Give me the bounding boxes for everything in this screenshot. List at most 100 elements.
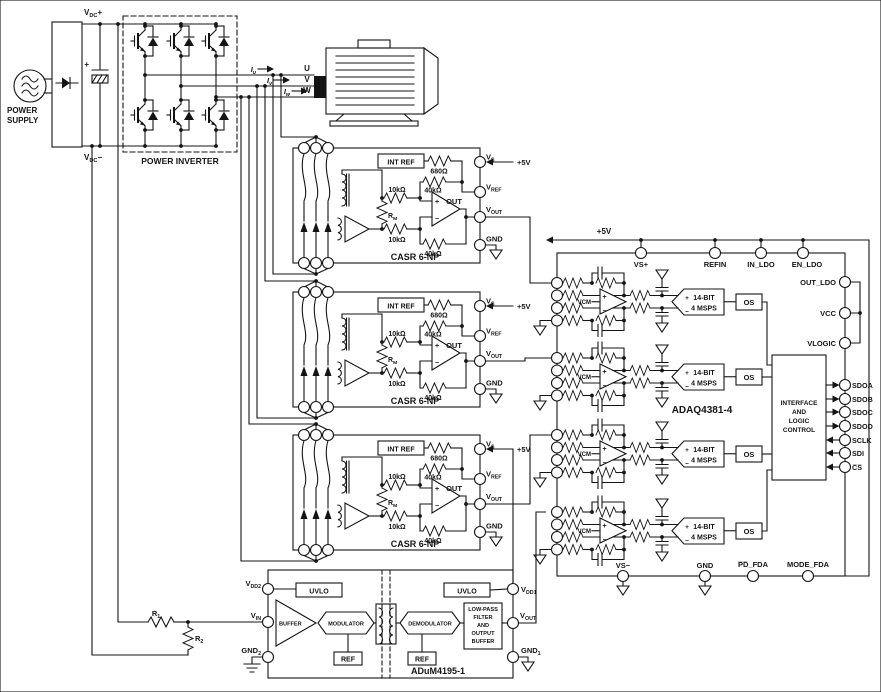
adc-bits-label: 14-BIT [693, 447, 715, 454]
adc-bits-label: 14-BIT [693, 370, 715, 377]
igbt-transistor [167, 24, 194, 58]
interface-logic-control: INTERFACE AND LOGIC CONTROL [771, 354, 827, 481]
r10k-bot-label: 10kΩ [388, 524, 406, 531]
adc-bits-label: 14-BIT [693, 524, 715, 531]
os4-wire [761, 469, 773, 532]
adaq-name: ADAQ4381-4 [672, 405, 733, 416]
adc-channel-2 [534, 342, 762, 412]
pin-vin: VIN [251, 611, 261, 622]
r10k-top-label: 10kΩ [388, 474, 406, 481]
pin-sdoc: SDOC [852, 408, 873, 417]
r40k-bot-label: 40kΩ [424, 251, 442, 258]
os-label: OS [744, 527, 755, 536]
r1-label: R1 [152, 609, 160, 620]
pin-vref-label: VREF [486, 183, 502, 194]
power-inverter-label: POWER INVERTER [141, 156, 218, 166]
pin-vdd2: VDD2 [245, 579, 261, 590]
adc-plus: + [685, 295, 689, 302]
phase-v-label: V [304, 75, 310, 84]
ac-waves-icon [21, 75, 39, 97]
pin-refin: REFIN [704, 260, 727, 269]
pin-vout-label: VOUT [486, 349, 503, 360]
pin-in-ldo: IN_LDO [747, 260, 775, 269]
vcm-label: VCM [578, 375, 591, 381]
adc-rate-label: 4 MSPS [691, 381, 717, 388]
vdc-minus-sense-wire [91, 145, 189, 656]
interface-line4: CONTROL [783, 427, 815, 434]
casr-ext-wires [484, 158, 553, 585]
lpf-line2: FILTER [473, 615, 492, 621]
os-label: OS [744, 373, 755, 382]
out-label: OUT [446, 197, 462, 206]
vout2-wire [484, 357, 553, 362]
adaq-5v-label: +5V [597, 227, 612, 236]
casr-name: CASR 6-NP [391, 396, 440, 406]
pin-vs-plus: VS+ [634, 260, 649, 269]
ref-left-label: REF [341, 657, 356, 664]
pin-vref-label: VREF [486, 470, 502, 481]
pin-gnd-label: GND [486, 235, 503, 244]
rm-label: RM [388, 500, 397, 509]
r40k-top-label: 40kΩ [424, 188, 442, 195]
r40k-bot-label: 40kΩ [424, 395, 442, 402]
pin-vcc: VCC [820, 309, 836, 318]
interface-line2: AND [792, 409, 806, 416]
os1-wire [761, 301, 773, 366]
adc-bits-label: 14-BIT [693, 295, 715, 302]
adum-name: ADuM4195-1 [411, 666, 465, 676]
cap-plus-label: + [84, 60, 89, 69]
gnd2-earth-icon [243, 656, 264, 673]
phase-lines: U V W Iu Iv Iw [144, 64, 317, 562]
r40k-top-label: 40kΩ [424, 332, 442, 339]
modulator-label: MODULATOR [328, 622, 364, 628]
r10k-bot-label: 10kΩ [388, 381, 406, 388]
igbt-transistor [202, 98, 229, 132]
vcm-label: VCM [578, 300, 591, 306]
pin-vref-label: VREF [486, 327, 502, 338]
out-label: OUT [446, 484, 462, 493]
pin-sdob: SDOB [852, 395, 873, 404]
power-supply-label-1: POWER [7, 106, 37, 115]
adum-vout-wire [517, 511, 547, 624]
vout3-wire [484, 434, 553, 505]
fda-plus: + [602, 523, 606, 530]
spi-pins: SDOA SDOB SDOC SDOD SCLK SDI C̅S̅ [825, 378, 873, 474]
int-ref-label: INT REF [387, 160, 415, 167]
vcm-label: VCM [578, 452, 591, 458]
r680-label: 680Ω [430, 169, 448, 176]
pin-sclk: SCLK [852, 436, 872, 445]
adc-rate-label: 4 MSPS [691, 458, 717, 465]
casr2-5v-label: +5V [517, 302, 531, 311]
fda-plus: + [602, 446, 606, 453]
pin-vs-label: VS [486, 153, 495, 164]
casr3-5v-label: +5V [517, 445, 531, 454]
adc-rate-label: 4 MSPS [691, 535, 717, 542]
uvlo-left-label: UVLO [309, 589, 329, 596]
iv-label: Iv [267, 76, 273, 87]
pin-sdi: SDI [852, 449, 864, 458]
pin-vdd1: VDD1 [521, 585, 537, 596]
amp-minus: − [435, 360, 439, 367]
r10k-top-label: 10kΩ [388, 331, 406, 338]
amp-plus: + [435, 199, 439, 206]
igbt-transistor [167, 98, 194, 132]
rm-label: RM [388, 357, 397, 366]
5v-rail [552, 239, 870, 577]
dc-bus: VDC+ VDC− [81, 8, 218, 656]
casr1-5v-label: +5V [517, 158, 531, 167]
dc-link-capacitor: + [84, 23, 109, 147]
os-label: OS [744, 298, 755, 307]
demodulator-label: DEMODULATOR [408, 622, 452, 628]
adc-plus: + [685, 524, 689, 531]
uvlo-right-label: UVLO [457, 589, 477, 596]
vout1-wire [484, 216, 553, 284]
pin-cs: C̅S̅ [852, 463, 863, 472]
